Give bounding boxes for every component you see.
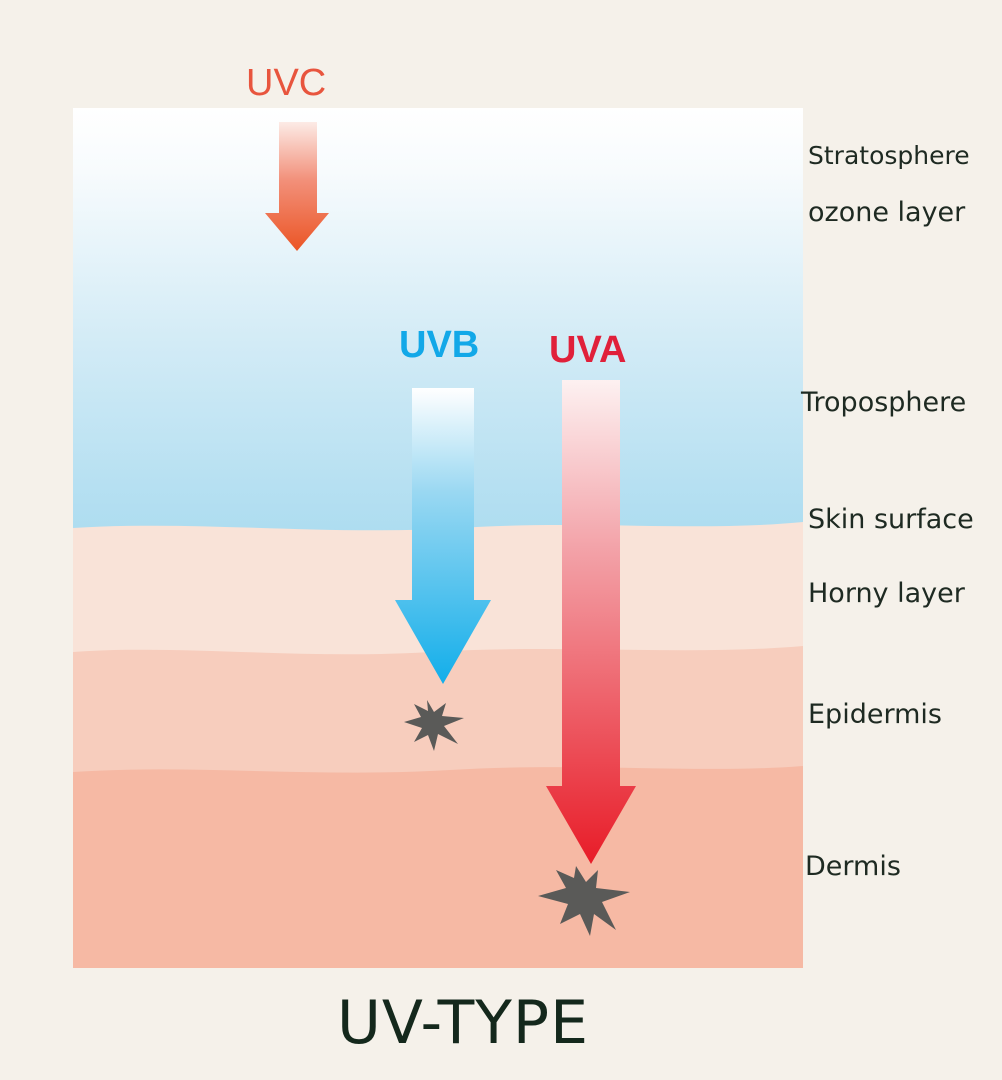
uvc-label: UVC [246,64,326,102]
label-troposphere: Troposphere [801,389,966,416]
label-ozone-layer: ozone layer [808,199,965,226]
dermis-layer [73,766,803,968]
label-stratosphere: Stratosphere [808,143,970,168]
label-horny-layer: Horny layer [808,580,965,607]
label-dermis: Dermis [805,853,901,880]
label-epidermis: Epidermis [808,701,942,728]
label-skin-surface: Skin surface [808,506,974,533]
uvb-label: UVB [399,326,479,364]
uva-label: UVA [549,331,626,369]
page-title: UV-TYPE [0,993,926,1053]
